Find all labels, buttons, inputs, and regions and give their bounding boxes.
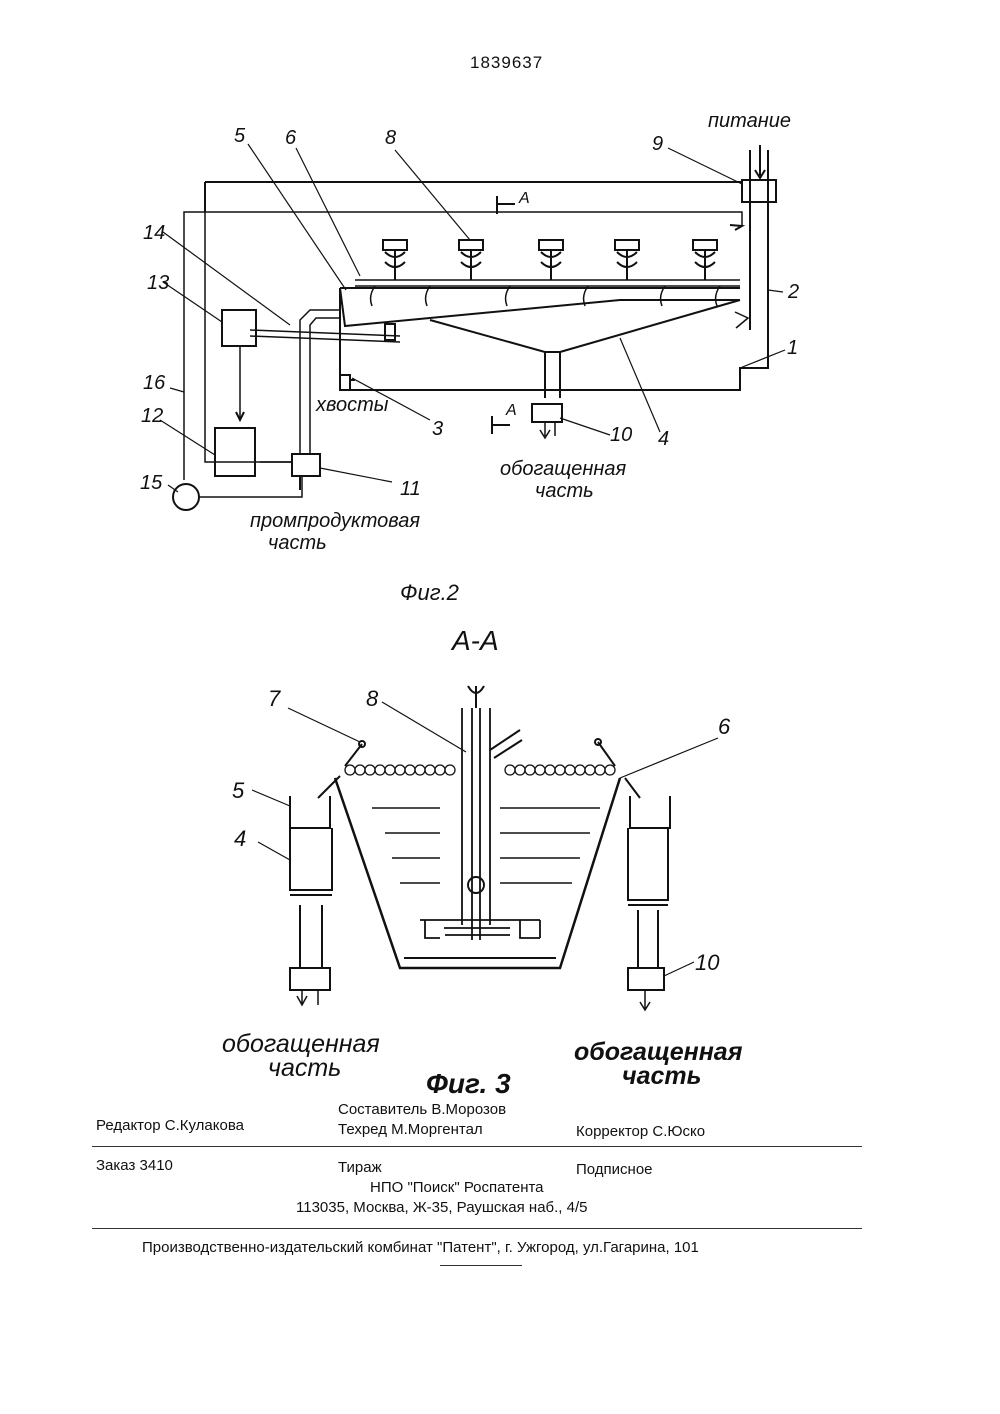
right-valve-10 <box>628 968 664 990</box>
bottom-rule <box>440 1265 522 1266</box>
colophon-composer: Составитель В.Морозов <box>338 1101 506 1118</box>
fig3-caption: Фиг. 3 <box>426 1068 511 1100</box>
right-column <box>628 828 668 905</box>
fig3-label-10: 10 <box>695 950 719 976</box>
colophon-divider-1 <box>92 1146 862 1147</box>
colophon-techred: Техред М.Моргентал <box>338 1121 483 1138</box>
left-chute-5 <box>290 796 330 828</box>
left-valve <box>290 968 330 990</box>
fig3-left-out-2: часть <box>268 1054 341 1083</box>
left-column-4 <box>290 828 332 895</box>
colophon-editor: Редактор С.Кулакова <box>96 1117 244 1134</box>
shaft-8 <box>462 708 490 940</box>
vessel <box>335 778 620 968</box>
colophon-address: 113035, Москва, Ж-35, Раушская наб., 4/5 <box>296 1199 588 1216</box>
colophon-printer: Производственно-издательский комбинат "П… <box>142 1239 699 1256</box>
right-chute-6 <box>630 796 670 828</box>
fig3-right-out-2: часть <box>622 1062 701 1091</box>
fig3-label-6: 6 <box>718 714 730 740</box>
colophon-divider-2 <box>92 1228 862 1229</box>
fig3-label-8: 8 <box>366 686 378 712</box>
fig3-label-4: 4 <box>234 826 246 852</box>
fig3-drawing <box>0 0 1000 1100</box>
colophon-subscription: Подписное <box>576 1161 653 1178</box>
fig3-label-5: 5 <box>232 778 244 804</box>
colophon-circulation: Тираж <box>338 1159 382 1176</box>
fig3-label-7: 7 <box>268 686 280 712</box>
colophon-order: Заказ 3410 <box>96 1157 173 1174</box>
colophon-publisher: НПО "Поиск" Роспатента <box>370 1179 544 1196</box>
colophon-corrector: Корректор С.Юско <box>576 1123 705 1140</box>
